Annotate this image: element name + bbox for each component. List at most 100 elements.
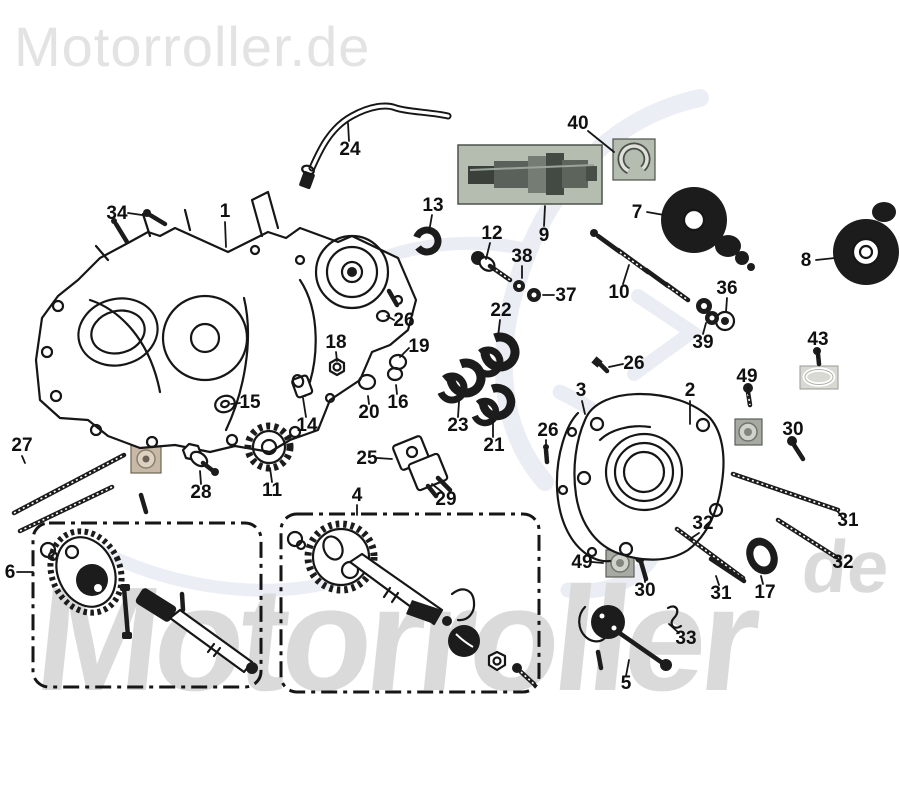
shaft-right-section (562, 160, 588, 188)
callout-leader-49 (747, 385, 750, 396)
callout-number-34: 34 (106, 203, 128, 224)
photo-inset-washer-tan (130, 444, 162, 474)
callout-leader-17 (760, 575, 764, 585)
callout-leader-30 (643, 571, 646, 583)
callout-number-16: 16 (387, 392, 408, 413)
callout-49-45: 49 (736, 366, 758, 396)
callout-19-18: 19 (399, 336, 430, 358)
part-studs-27 (11, 452, 149, 534)
part-studs-31-32 (674, 471, 841, 584)
shaft-body (494, 161, 530, 188)
shaft-highlight (469, 164, 595, 171)
callout-number-9: 9 (539, 225, 550, 246)
callout-leader-8 (815, 257, 836, 261)
callout-number-13: 13 (422, 195, 443, 216)
watermark-de-text: de (798, 525, 893, 608)
callout-leader-3 (581, 400, 586, 415)
gasket-ring-shadow (804, 369, 834, 385)
callout-33-37: 33 (668, 623, 697, 649)
callout-leader-49 (591, 561, 604, 564)
callout-number-18: 18 (325, 332, 346, 353)
callout-29-30: 29 (431, 483, 457, 510)
flange-nut-lower-hole (616, 559, 624, 567)
assembly-box-4 (279, 512, 541, 694)
callout-26-25: 26 (386, 310, 415, 331)
callout-leader-12 (485, 242, 491, 260)
callout-leader-22 (497, 319, 501, 338)
callout-14-13: 14 (296, 397, 318, 436)
box-4-border (279, 512, 541, 694)
photo-inset-mainshaft (457, 144, 603, 205)
callout-number-33: 33 (675, 628, 696, 649)
callout-39-42: 39 (692, 322, 714, 353)
part-oil-pump-25 (392, 435, 453, 499)
callout-number-26: 26 (623, 353, 644, 374)
callout-40-43: 40 (567, 113, 615, 153)
site-logo-watermark: Motorroller.de (14, 15, 370, 78)
callout-number-28: 28 (190, 482, 211, 503)
callout-number-27: 27 (11, 435, 32, 456)
callout-number-17: 17 (754, 582, 775, 603)
photo-inset-gasket-ring (799, 365, 839, 390)
callout-1-0: 1 (220, 201, 231, 248)
flange-nut-upper-hole (744, 428, 752, 436)
callout-12-11: 12 (481, 223, 503, 260)
part-rings-39 (696, 298, 719, 325)
watermark-layer: Motorroller.de Motorroller de (14, 15, 893, 722)
callout-37-40: 37 (542, 285, 577, 306)
callout-number-21: 21 (483, 435, 505, 456)
callout-leader-1 (224, 221, 227, 248)
callout-number-6: 6 (5, 562, 16, 583)
part-bushing-14 (291, 374, 314, 399)
callout-5-4: 5 (621, 659, 632, 694)
callout-leader-28 (199, 470, 202, 485)
callout-leader-29 (431, 483, 443, 493)
callout-15-14: 15 (230, 392, 261, 413)
part-bolt-28 (181, 442, 219, 476)
callout-number-4: 4 (352, 485, 363, 506)
part-ring-19 (388, 353, 408, 371)
callout-number-12: 12 (481, 223, 502, 244)
part-ring-37 (527, 288, 541, 302)
part-crankcase-left (34, 190, 418, 454)
callout-leader-39 (702, 322, 707, 335)
callout-31-33: 31 (837, 510, 859, 531)
callout-leader-27 (21, 455, 26, 464)
part-dowel-26-left (375, 288, 400, 323)
callout-7-6: 7 (632, 202, 665, 223)
callout-32-35: 32 (689, 513, 714, 540)
callout-11-10: 11 (262, 467, 282, 501)
callout-number-3: 3 (576, 380, 587, 401)
shaft-tip (586, 166, 597, 181)
callout-number-31: 31 (710, 583, 732, 604)
callout-number-23: 23 (447, 415, 468, 436)
callout-leader-20 (367, 395, 370, 405)
callout-4-3: 4 (352, 485, 363, 516)
callout-32-36: 32 (832, 552, 853, 573)
callout-36-39: 36 (716, 278, 738, 313)
callout-number-36: 36 (716, 278, 737, 299)
callout-leader-25 (376, 457, 393, 460)
callout-27-28: 27 (11, 435, 33, 464)
part-ring-15 (214, 394, 236, 414)
part-sprocket-11 (244, 422, 294, 472)
callout-leader-15 (230, 402, 241, 405)
callout-number-25: 25 (356, 448, 378, 469)
callout-26-26: 26 (537, 420, 559, 450)
part-gear-7 (661, 187, 755, 271)
line-art-layer (11, 102, 899, 694)
part-drain-bolt-12 (471, 251, 513, 283)
callout-number-7: 7 (632, 202, 643, 223)
callout-number-24: 24 (339, 139, 361, 160)
part-oil-pump-rotor-set (39, 528, 258, 674)
callout-49-46: 49 (571, 552, 604, 573)
callout-leader-40 (587, 130, 615, 153)
callout-leader-7 (646, 211, 665, 216)
callout-43-44: 43 (807, 329, 829, 358)
part-kick-ratchet-5-33 (578, 605, 683, 671)
callout-31-34: 31 (710, 575, 732, 604)
callout-number-30: 30 (634, 580, 655, 601)
callout-leader-11 (269, 467, 273, 483)
callout-number-32: 32 (832, 552, 853, 573)
